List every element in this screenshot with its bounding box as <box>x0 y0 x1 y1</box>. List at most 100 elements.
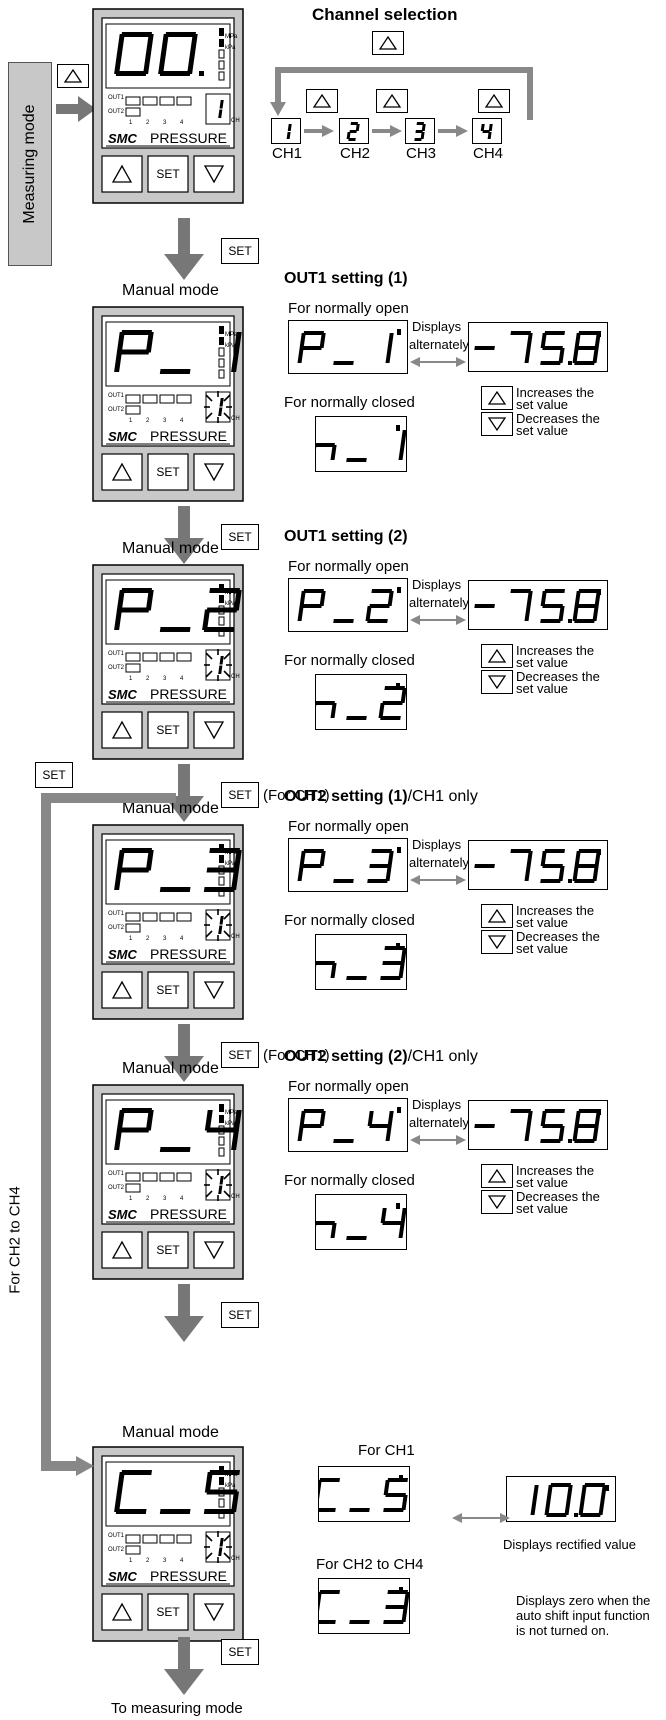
increases-label: Increases the <box>516 385 595 400</box>
note-line-3: is not turned on. <box>516 1623 610 1638</box>
arrow-down-icon <box>164 218 204 280</box>
unit-mpa: MPa <box>225 590 238 596</box>
rectified-label: Displays rectified value <box>503 1537 636 1552</box>
up-key-icon <box>372 31 404 55</box>
set-value-display <box>468 840 608 890</box>
led-number: 1 <box>129 120 133 126</box>
led-number: 4 <box>180 120 184 126</box>
unit-kpa: kPa <box>225 1483 236 1489</box>
normally-closed-display <box>315 1194 407 1250</box>
down-key-icon <box>481 670 513 694</box>
rectified-value-display <box>506 1476 616 1522</box>
out2-label: OUT2 <box>108 109 125 115</box>
unit-mpa: MPa <box>225 34 238 40</box>
section-title: OUT2 setting (2)/CH1 only <box>284 1048 478 1065</box>
channel-digit-box <box>472 118 502 144</box>
note-line-2: auto shift input function <box>516 1608 650 1623</box>
led-number: 4 <box>180 1558 184 1564</box>
led-number: 3 <box>163 936 167 942</box>
led-number: 2 <box>146 120 150 126</box>
led-number: 1 <box>129 1558 133 1564</box>
up-key-icon <box>306 89 338 113</box>
set-button-label: SET <box>156 167 180 181</box>
led-number: 3 <box>163 676 167 682</box>
manual-mode-label: Manual mode <box>122 540 219 557</box>
device-label: PRESSURE <box>150 686 228 702</box>
pressure-switch-device: MPa kPa OUT1 OUT2 1 2 3 4 CH SMC PRESSUR… <box>92 824 244 1020</box>
led-number: 4 <box>180 936 184 942</box>
note-line-1: Displays zero when the <box>516 1593 651 1608</box>
brand-logo: SMC <box>108 1207 137 1222</box>
device-label: PRESSURE <box>150 1568 228 1584</box>
ch-label: CH <box>231 416 240 422</box>
set-button-label: SET <box>156 983 180 997</box>
pressure-switch-device: MPa kPa OUT1 OUT2 1 2 3 4 CH SMC PRESSUR… <box>92 1446 244 1642</box>
led-number: 3 <box>163 1196 167 1202</box>
increases-label-2: set value <box>516 397 569 412</box>
pressure-switch-device: MPa kPa OUT1 OUT2 1 2 3 4 CH SMC PRESSUR… <box>92 564 244 760</box>
normally-open-label: For normally open <box>288 1078 409 1095</box>
decreases-label-2: set value <box>516 941 569 956</box>
ch-label: CH <box>231 1194 240 1200</box>
decreases-label: Decreases the <box>516 669 600 684</box>
manual-mode-label: Manual mode <box>122 800 219 817</box>
increases-label-2: set value <box>516 915 569 930</box>
led-number: 4 <box>180 1196 184 1202</box>
section-title: OUT2 setting (1)/CH1 only <box>284 788 478 805</box>
down-key-icon <box>481 1190 513 1214</box>
channel-label: CH4 <box>473 145 504 162</box>
double-arrow-icon <box>452 1513 510 1523</box>
channel-digit-box <box>405 118 435 144</box>
brand-logo: SMC <box>108 429 137 444</box>
double-arrow-icon <box>410 357 466 367</box>
increases-label-2: set value <box>516 655 569 670</box>
led-number: 2 <box>146 676 150 682</box>
for-ch2-to-ch4-label: For CH2 to CH4 <box>6 1186 24 1294</box>
unit-mpa: MPa <box>225 332 238 338</box>
led-number: 2 <box>146 1558 150 1564</box>
double-arrow-icon <box>410 1135 466 1145</box>
unit-mpa: MPa <box>225 1472 238 1478</box>
out1-label: OUT1 <box>108 95 125 101</box>
alternately-label: alternately <box>409 855 469 870</box>
up-key-icon <box>478 89 510 113</box>
for-ch1-label: For CH1 <box>358 1442 415 1459</box>
set-key-icon: SET <box>221 1302 259 1328</box>
arrow-right-icon <box>304 125 334 137</box>
normally-closed-label: For normally closed <box>284 912 415 929</box>
led-number: 1 <box>129 676 133 682</box>
device-label: PRESSURE <box>150 428 228 444</box>
set-value-display <box>468 580 608 630</box>
led-number: 2 <box>146 418 150 424</box>
pressure-switch-device: MPa kPa OUT1 OUT2 1 2 3 4 CH SMC PRESSUR… <box>92 1084 244 1280</box>
up-key-icon <box>376 89 408 113</box>
measuring-mode-label: Measuring mode <box>8 62 52 266</box>
device-label: PRESSURE <box>150 1206 228 1222</box>
led-number: 2 <box>146 936 150 942</box>
normally-closed-display <box>315 674 407 730</box>
c3-display <box>318 1578 410 1634</box>
led-number: 2 <box>146 1196 150 1202</box>
led-number: 4 <box>180 418 184 424</box>
out2-label: OUT2 <box>108 1185 125 1191</box>
unit-kpa: kPa <box>225 45 236 51</box>
channel-label: CH2 <box>340 145 371 162</box>
ch-label: CH <box>231 934 240 940</box>
out1-label: OUT1 <box>108 1533 125 1539</box>
unit-kpa: kPa <box>225 861 236 867</box>
set-value-display <box>468 322 608 372</box>
led-number: 1 <box>129 1196 133 1202</box>
down-key-icon <box>481 412 513 436</box>
unit-kpa: kPa <box>225 601 236 607</box>
displays-label: Displays <box>412 837 462 852</box>
unit-mpa: MPa <box>225 1110 238 1116</box>
normally-open-label: For normally open <box>288 818 409 835</box>
channel-loop-arrow <box>270 67 533 120</box>
decreases-label: Decreases the <box>516 411 600 426</box>
arrow-down-icon <box>164 1284 204 1342</box>
led-number: 1 <box>129 418 133 424</box>
up-key-icon <box>481 644 513 668</box>
up-key-icon <box>481 1164 513 1188</box>
out1-label: OUT1 <box>108 393 125 399</box>
set-key-icon: SET <box>221 524 259 550</box>
